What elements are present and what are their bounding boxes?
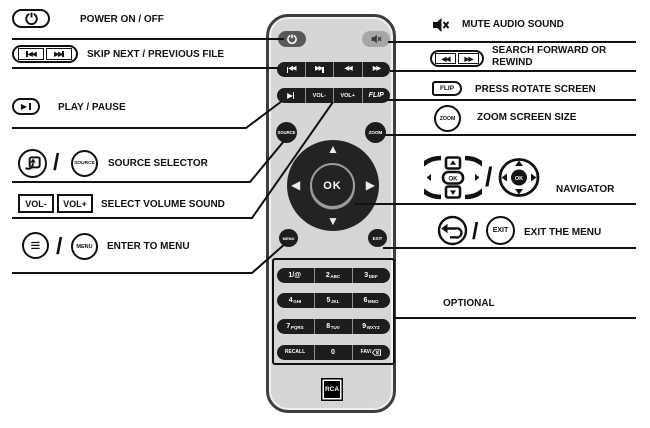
exit-button-icon: EXIT (486, 216, 515, 245)
keypad-key-1[interactable]: 1/@ (288, 271, 302, 279)
vol-plus-box: VOL+ (57, 194, 93, 213)
nav-up-button[interactable]: ▲ (327, 142, 339, 156)
ok-button[interactable]: OK (310, 163, 355, 208)
fast-forward-icon: ▶▶ (458, 53, 479, 64)
power-glyph-icon (24, 12, 38, 25)
mute-icon (432, 17, 450, 38)
navigator-ok-text: OK (515, 176, 523, 182)
skip-icons: ◀◀ ▶▶ (12, 45, 78, 63)
navigator-dpad-icon: OK (414, 155, 492, 205)
mute-label: MUTE AUDIO SOUND (462, 19, 564, 30)
backspace-icon (372, 348, 382, 356)
zoom-label: ZOOM SCREEN SIZE (477, 112, 577, 123)
play-pause-icon: ▶ (12, 98, 40, 115)
transport-bar: ◀◀ ▶▶ ◀◀ ▶▶ (277, 62, 390, 77)
zoom-icon: ZOOM (434, 105, 461, 132)
slash-separator: / (56, 233, 63, 259)
rewind-icon: ◀◀ (435, 53, 456, 64)
navigation-pad: ▲ ▼ ◀ ▶ OK (287, 140, 379, 231)
secondary-bar: ▶ VOL- VOL+ FLIP (277, 88, 390, 103)
flip-label: PRESS ROTATE SCREEN (475, 84, 596, 95)
rewind-button[interactable]: ◀◀ (333, 62, 362, 77)
exit-label: EXIT THE MENU (524, 227, 602, 238)
slash-separator: / (53, 149, 60, 175)
skip-previous-icon: ◀◀ (18, 48, 44, 60)
mute-icon (371, 34, 382, 44)
skip-previous-button[interactable]: ◀◀ (286, 65, 297, 73)
vol-minus-button[interactable]: VOL- (304, 88, 334, 103)
menu-button-icon: MENU (71, 233, 98, 260)
skip-next-icon: ▶▶ (46, 48, 72, 60)
source-input-icon (18, 149, 47, 178)
slash-separator: / (472, 218, 479, 244)
volume-label: SELECT VOLUME SOUND (101, 199, 225, 210)
search-label-line2: REWIND (492, 57, 533, 68)
flip-icon: FLIP (432, 81, 462, 96)
exit-button[interactable]: EXIT (368, 229, 387, 247)
menu-lines-icon: ≡ (22, 232, 49, 259)
power-icon (12, 9, 50, 28)
power-button[interactable] (278, 31, 306, 47)
optional-label: OPTIONAL (443, 298, 495, 309)
play-label: PLAY / PAUSE (58, 102, 126, 113)
mute-button[interactable] (362, 31, 390, 47)
keypad-key-recall[interactable]: RECALL (284, 349, 306, 355)
search-label-line1: SEARCH FORWARD OR (492, 45, 607, 56)
play-pause-button[interactable]: ▶ (287, 90, 295, 100)
brand-logo: RCA (321, 378, 343, 401)
zoom-button[interactable]: ZOOM (365, 122, 386, 143)
source-button-icon: SOURCE (71, 150, 98, 177)
skip-label: SKIP NEXT / PREVIOUS FILE (87, 49, 225, 60)
power-label: POWER ON / OFF (80, 14, 164, 25)
search-icons: ◀◀ ▶▶ (430, 50, 484, 67)
menu-label: ENTER TO MENU (107, 241, 190, 252)
skip-next-button[interactable]: ▶▶ (304, 62, 334, 77)
nav-left-button[interactable]: ◀ (291, 178, 301, 192)
nav-right-button[interactable]: ▶ (365, 178, 375, 192)
navigator-ok-text: OK (449, 176, 459, 182)
remote-control-body: ◀◀ ▶▶ ◀◀ ▶▶ ▶ VOL- VOL+ FLIP SOURCE ZOOM… (266, 14, 396, 413)
callout-line-play (12, 100, 283, 129)
source-label: SOURCE SELECTOR (108, 158, 208, 169)
vol-plus-button[interactable]: VOL+ (333, 88, 362, 103)
slash-separator: / (485, 162, 493, 192)
keypad-row: RECALL 0 FAV/ (276, 344, 390, 360)
return-arrow-icon (437, 215, 468, 251)
keypad-key-0[interactable]: 0 (313, 344, 352, 360)
vol-minus-box: VOL- (18, 194, 54, 213)
flip-button[interactable]: FLIP (361, 88, 391, 103)
power-icon (287, 34, 297, 44)
fast-forward-button[interactable]: ▶▶ (361, 62, 391, 77)
menu-button[interactable]: MENU (279, 229, 298, 247)
keypad-key-fav-delete[interactable]: FAV/ (351, 344, 390, 360)
navigator-circle-icon: OK (496, 156, 542, 204)
navigator-label: NAVIGATOR (556, 184, 615, 195)
nav-down-button[interactable]: ▼ (327, 214, 339, 228)
source-button[interactable]: SOURCE (276, 122, 297, 143)
